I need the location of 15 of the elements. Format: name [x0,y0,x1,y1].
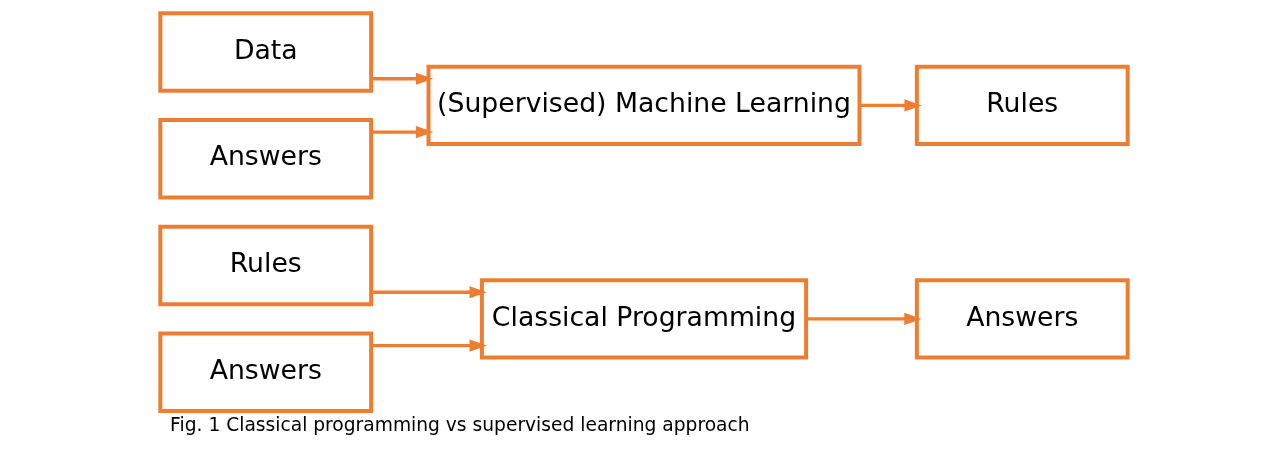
node-box: Answers [157,331,373,413]
node-box: (Supervised) Machine Learning [426,64,861,147]
node-box: Classical Programming [479,278,808,360]
node-box: Data [157,11,373,93]
arrow [859,99,922,112]
arrow [371,126,433,139]
node-box: Rules [157,224,373,307]
node-box: Answers [157,118,373,200]
node-box: Answers [914,278,1130,360]
arrow [371,286,487,299]
node-box: Rules [914,64,1130,147]
caption: Fig. 1 Classical programming vs supervised learning approach [169,414,750,436]
arrow [371,339,487,352]
arrow [806,312,922,325]
arrow [371,72,433,85]
